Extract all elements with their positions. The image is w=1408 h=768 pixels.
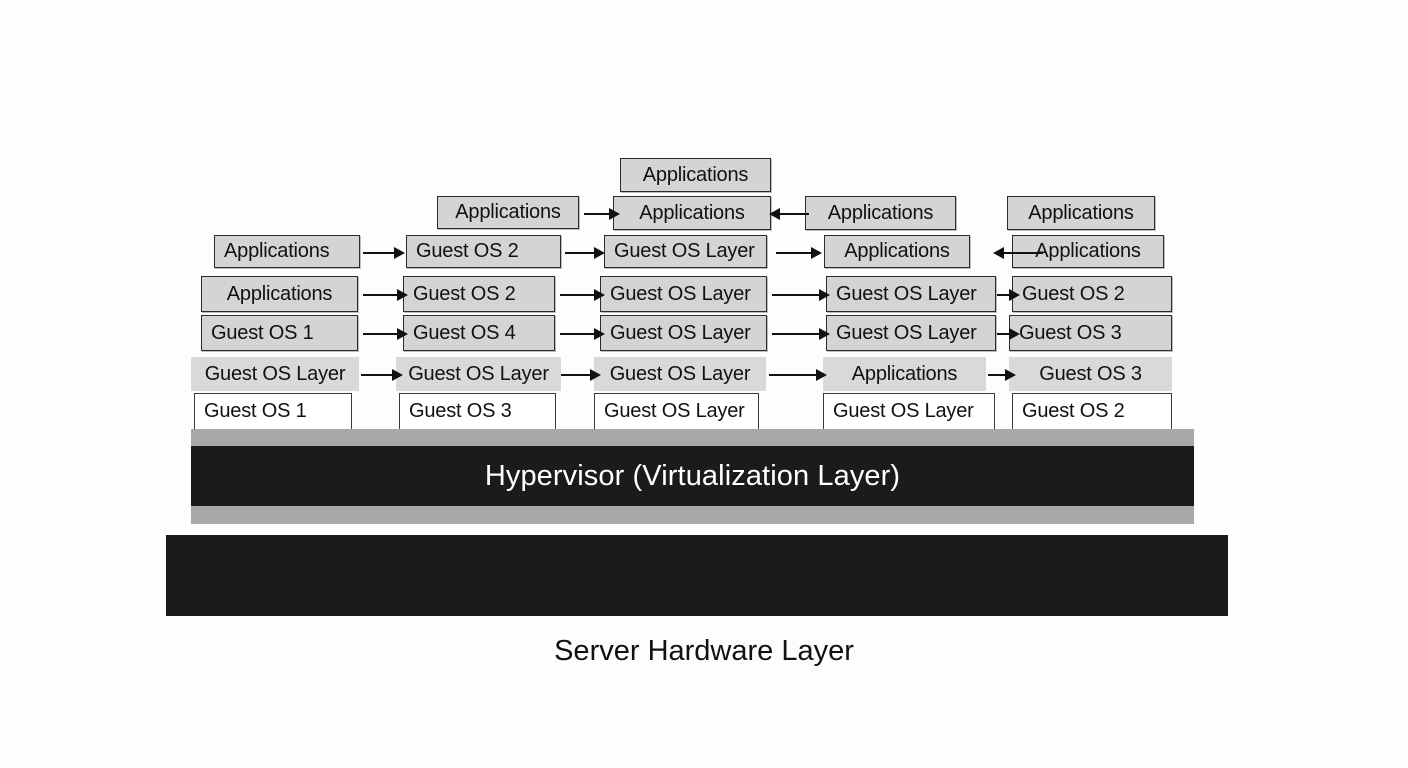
arrow-r3-c2-c3-icon (560, 328, 605, 340)
arrow-r4-c2-c3-icon (561, 369, 601, 381)
box-label: Applications (226, 282, 333, 305)
box-label: Guest OS 3 (409, 400, 512, 422)
box-c2-guest-os-2[interactable]: Guest OS 2 (403, 276, 555, 312)
box-label: Guest OS Layer (408, 362, 549, 385)
box-c5-applications-top[interactable]: Applications (1007, 196, 1155, 230)
box-label: Guest OS Layer (610, 282, 751, 305)
arrow-r2-c1-c2-icon (363, 289, 408, 301)
box-c5-guest-os-3-lite[interactable]: Guest OS 3 (1009, 357, 1172, 391)
box-label: Guest OS 3 (1039, 362, 1142, 385)
box-c5-guest-os-2[interactable]: Guest OS 2 (1012, 276, 1172, 312)
arrow-r3-c4-c5-icon (997, 328, 1020, 340)
box-c2-guest-os-2-top[interactable]: Guest OS 2 (406, 235, 561, 268)
box-c5-guest-os-3[interactable]: Guest OS 3 (1009, 315, 1172, 351)
arrow-r1-c2-c3-icon (565, 247, 605, 259)
box-label: Guest OS 3 (1019, 321, 1122, 344)
box-c2-guest-os-3-base[interactable]: Guest OS 3 (399, 393, 556, 430)
arrow-r1-c5-c4-icon (993, 247, 1043, 259)
hypervisor-label: Hypervisor (Virtualization Layer) (484, 459, 901, 492)
box-c2-guest-os-4[interactable]: Guest OS 4 (403, 315, 555, 351)
box-c3-guest-os-layer-4[interactable]: Guest OS Layer (594, 357, 766, 391)
box-label: Applications (224, 240, 330, 262)
box-label: Guest OS 2 (1022, 282, 1125, 305)
box-c3-guest-os-layer-2[interactable]: Guest OS Layer (600, 276, 767, 312)
box-c4-applications-top[interactable]: Applications (805, 196, 956, 230)
box-c4-applications-row[interactable]: Applications (823, 357, 986, 391)
box-c1-guest-os-1[interactable]: Guest OS 1 (201, 315, 358, 351)
box-label: Guest OS 2 (1022, 400, 1125, 422)
hypervisor-band-bottom (191, 506, 1194, 524)
box-label: Applications (639, 201, 745, 224)
box-c3-applications[interactable]: Applications (613, 196, 771, 230)
box-label: Guest OS Layer (610, 321, 751, 344)
arrow-r3-c3-c4-icon (772, 328, 830, 340)
box-label: Guest OS 1 (204, 400, 307, 422)
box-c4-guest-os-layer-1[interactable]: Guest OS Layer (826, 276, 996, 312)
box-label: Guest OS Layer (204, 362, 346, 385)
box-label: Guest OS 1 (211, 321, 314, 344)
box-c5-applications[interactable]: Applications (1012, 235, 1164, 268)
box-c3-applications-peak[interactable]: Applications (620, 158, 771, 192)
box-c1-guest-os-layer[interactable]: Guest OS Layer (191, 357, 359, 391)
box-c1-applications-top[interactable]: Applications (214, 235, 360, 268)
arrow-r1-c1-c2-icon (363, 247, 405, 259)
box-c5-guest-os-2-base[interactable]: Guest OS 2 (1012, 393, 1172, 430)
server-hardware-label: Server Hardware Layer (554, 635, 854, 667)
box-label: Applications (455, 201, 561, 223)
arrow-r2-c4-c5-icon (997, 289, 1020, 301)
hypervisor-layer: Hypervisor (Virtualization Layer) (191, 429, 1194, 524)
box-label: Guest OS Layer (609, 362, 751, 385)
arrow-r4-c3-c4-icon (769, 369, 827, 381)
arrow-r4-c4-c5-icon (988, 369, 1016, 381)
box-c3-guest-os-layer-3[interactable]: Guest OS Layer (600, 315, 767, 351)
box-label: Applications (1035, 240, 1141, 262)
box-c3-guest-os-layer-base[interactable]: Guest OS Layer (594, 393, 759, 430)
server-hardware-block (166, 535, 1228, 616)
arrow-r4-c1-c2-icon (361, 369, 403, 381)
box-label: Guest OS Layer (836, 321, 977, 344)
box-label: Applications (844, 240, 950, 262)
box-label: Guest OS 2 (413, 282, 516, 305)
arrow-r2-c2-c3-icon (560, 289, 605, 301)
box-c4-guest-os-layer-base[interactable]: Guest OS Layer (823, 393, 995, 430)
box-c1-applications[interactable]: Applications (201, 276, 358, 312)
hypervisor-band-top (191, 429, 1194, 446)
box-c1-guest-os-1-base[interactable]: Guest OS 1 (194, 393, 352, 430)
box-label: Guest OS Layer (836, 282, 977, 305)
arrow-r3-c1-c2-icon (363, 328, 408, 340)
box-label: Guest OS Layer (614, 240, 755, 262)
arrow-r0-c2-c3-icon (584, 208, 620, 220)
box-c4-guest-os-layer-2[interactable]: Guest OS Layer (826, 315, 996, 351)
arrow-r1-c3-c4-icon (776, 247, 822, 259)
box-c4-applications[interactable]: Applications (824, 235, 970, 268)
hypervisor-core: Hypervisor (Virtualization Layer) (191, 446, 1194, 506)
box-label: Guest OS Layer (833, 400, 974, 422)
box-label: Guest OS 4 (413, 321, 516, 344)
box-label: Applications (851, 362, 958, 385)
arrow-r2-c3-c4-icon (772, 289, 830, 301)
box-c2-applications-top[interactable]: Applications (437, 196, 579, 229)
box-label: Applications (642, 163, 749, 186)
box-c3-guest-os-layer-1[interactable]: Guest OS Layer (604, 235, 767, 268)
arrow-r0-c5-c4-icon (769, 208, 809, 220)
box-label: Guest OS Layer (604, 400, 745, 422)
box-label: Applications (1028, 201, 1134, 224)
box-label: Guest OS 2 (416, 240, 519, 262)
box-c2-guest-os-layer[interactable]: Guest OS Layer (396, 357, 561, 391)
box-label: Applications (827, 201, 934, 224)
